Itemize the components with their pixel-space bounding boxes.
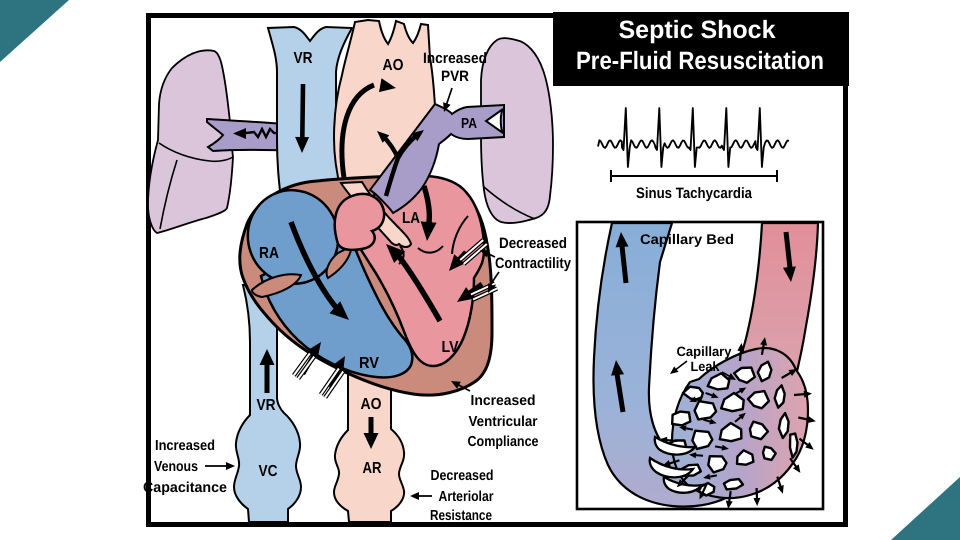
- svg-text:Septic Shock: Septic Shock: [619, 16, 776, 44]
- svg-text:VR: VR: [294, 50, 313, 67]
- svg-text:LV: LV: [442, 339, 459, 356]
- svg-text:RV: RV: [359, 355, 379, 372]
- svg-text:Capillary: Capillary: [677, 344, 732, 359]
- svg-text:PVR: PVR: [441, 68, 469, 85]
- svg-text:Capacitance: Capacitance: [143, 480, 227, 496]
- svg-text:VR: VR: [257, 397, 276, 414]
- svg-text:Venous: Venous: [154, 459, 198, 475]
- svg-text:Arteriolar: Arteriolar: [439, 489, 494, 505]
- svg-text:Contractility: Contractility: [495, 255, 572, 272]
- svg-text:PA: PA: [461, 116, 477, 132]
- svg-text:Decreased: Decreased: [431, 468, 494, 484]
- svg-text:AO: AO: [383, 57, 404, 74]
- svg-text:Leak: Leak: [691, 359, 720, 374]
- svg-text:Pre-Fluid Resuscitation: Pre-Fluid Resuscitation: [576, 47, 824, 75]
- svg-text:Compliance: Compliance: [468, 434, 539, 450]
- svg-text:RA: RA: [259, 245, 279, 262]
- svg-text:Increased: Increased: [471, 393, 536, 409]
- svg-text:Sinus Tachycardia: Sinus Tachycardia: [636, 185, 753, 202]
- svg-text:Resistance: Resistance: [430, 508, 492, 524]
- svg-text:Capillary Bed: Capillary Bed: [640, 231, 734, 247]
- svg-text:VC: VC: [259, 463, 278, 480]
- svg-text:AO: AO: [361, 396, 382, 413]
- svg-text:Increased: Increased: [155, 438, 215, 454]
- svg-text:LA: LA: [402, 210, 420, 227]
- svg-text:Decreased: Decreased: [499, 235, 567, 252]
- svg-text:Increased: Increased: [423, 50, 487, 67]
- svg-text:Ventricular: Ventricular: [469, 414, 538, 430]
- svg-text:AR: AR: [363, 460, 382, 477]
